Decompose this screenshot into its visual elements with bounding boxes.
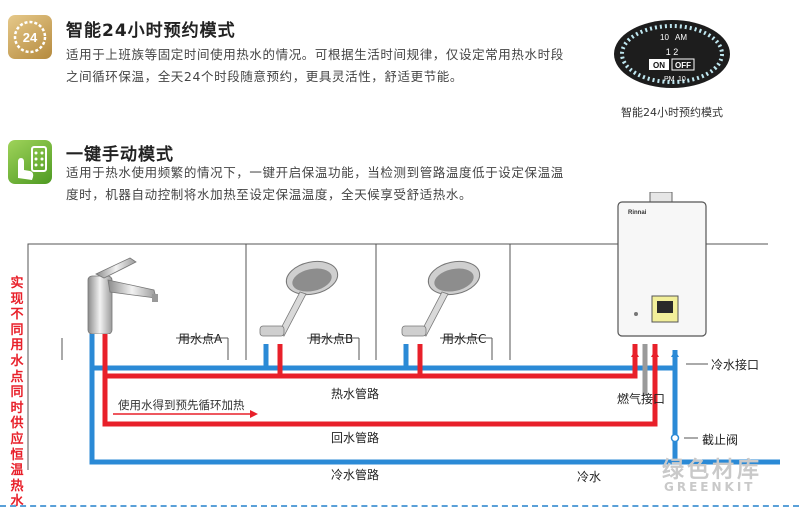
side-label: 实现不同用水点同时供应恒温热水: [10, 276, 24, 510]
hot-pipe-label: 热水管路: [331, 387, 380, 401]
cold-water-label: 冷水: [577, 470, 602, 484]
timer-dial-caption: 智能24小时预约模式: [621, 106, 723, 119]
clock-24-icon: 24: [8, 15, 52, 59]
hand-press-icon: [8, 140, 52, 184]
dial-on: ON: [653, 61, 665, 70]
room-outlines: [27, 243, 768, 470]
clock-icon-number: 24: [23, 30, 38, 45]
point-b-label: 用水点B: [309, 332, 354, 346]
dial-am: AM: [675, 33, 687, 42]
stop-valve-icon: [670, 433, 698, 443]
inlet-arrows: [631, 350, 679, 357]
point-a-label: 用水点A: [178, 332, 223, 346]
cold-inlet-label: 冷水接口: [711, 358, 760, 372]
basin-faucet-icon: [78, 254, 168, 335]
mode-manual-title: 一键手动模式: [66, 145, 174, 165]
watermark-cn: 绿色材库: [662, 458, 763, 483]
bottom-dashed-border: [0, 505, 799, 507]
dial-off: OFF: [675, 61, 691, 70]
flow-arrow: [113, 410, 258, 418]
mode-timed-title: 智能24小时预约模式: [66, 21, 236, 41]
shower-head-c-icon: [398, 256, 484, 348]
cold-pipe-label: 冷水管路: [331, 468, 380, 482]
dial-bottom-number: 10: [678, 76, 686, 83]
flow-arrow-note: 使用水得到预先循环加热: [118, 398, 245, 412]
stop-valve-label: 截止阀: [702, 433, 739, 447]
point-c-label: 用水点C: [442, 332, 487, 346]
return-pipe-label: 回水管路: [331, 431, 380, 445]
heater-brand: Rinnai: [628, 210, 647, 216]
shower-head-b-icon: [256, 256, 342, 348]
watermark-en: GREENKIT: [664, 480, 756, 494]
dial-pm: PM: [664, 76, 675, 83]
dial-top-number: 10: [660, 33, 669, 42]
mode-timed-description: 适用于上班族等固定时间使用热水的情况。可根据生活时间规律，仅设定常用热水时段之间…: [66, 47, 564, 84]
dial-digits: 1 2: [666, 47, 679, 57]
gas-inlet-label: 燃气接口: [617, 392, 666, 406]
timer-dial: 10 AM 1 2 ON OFF PM 10: [612, 18, 732, 90]
mode-manual-description: 适用于热水使用频繁的情况下，一键开启保温功能，当检测到管路温度低于设定保温温度时…: [66, 165, 564, 202]
water-heater: Rinnai: [614, 191, 710, 340]
